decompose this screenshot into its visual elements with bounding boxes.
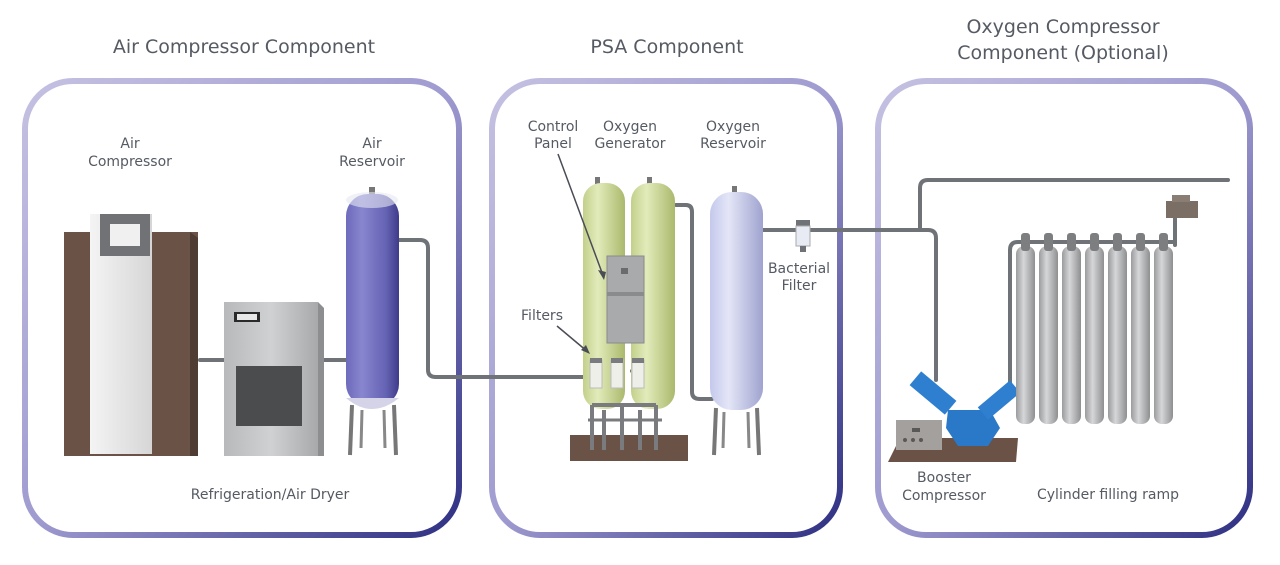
oxygen-reservoir <box>710 186 763 456</box>
section-title-line: Oxygen Compressor <box>966 16 1159 38</box>
label-line: Filters <box>521 308 563 324</box>
cylinder-body <box>1085 246 1104 424</box>
cylinder-valve <box>1044 233 1053 251</box>
filter-unit <box>610 359 624 389</box>
gas-cylinder <box>1085 233 1104 424</box>
gas-cylinder <box>1108 233 1127 424</box>
pipe <box>1008 240 1177 397</box>
label-air-compressor: Air Compressor <box>88 136 172 170</box>
label-filters: Filters <box>521 308 563 324</box>
arrowhead-icon <box>581 345 590 354</box>
label-line: Panel <box>534 136 572 152</box>
section-title-line: PSA Component <box>590 36 743 58</box>
cylinder-body <box>1039 246 1058 424</box>
cylinder-valve <box>1067 233 1076 251</box>
label-oxygen-reservoir: Oxygen Reservoir <box>700 119 766 152</box>
booster-cylinder-right <box>977 380 1021 420</box>
label-line: Compressor <box>902 488 986 504</box>
label-line: Reservoir <box>339 154 405 170</box>
generator-base-plate <box>570 435 688 461</box>
control-panel-screen <box>621 268 628 274</box>
label-line: Compressor <box>88 154 172 170</box>
refrigeration-air-dryer <box>224 302 324 456</box>
booster-compressor <box>888 371 1021 462</box>
pipe <box>674 203 714 401</box>
label-line: Reservoir <box>700 136 766 152</box>
gas-cylinder <box>1062 233 1081 424</box>
filters-leader-line <box>556 325 589 353</box>
cylinder-valve <box>1090 233 1099 251</box>
ramp-manifold-valve <box>1166 195 1198 218</box>
label-booster-compressor: Booster Compressor <box>902 470 986 504</box>
manifold-valve-body <box>1166 201 1198 218</box>
oxygen-reservoir-tank <box>710 192 763 410</box>
cylinder-valve <box>1136 233 1145 251</box>
filters <box>589 358 645 389</box>
section-title-oxygen-compressor: Oxygen Compressor Component (Optional) <box>957 16 1169 64</box>
section-title-line: Component (Optional) <box>957 42 1169 64</box>
gas-cylinder <box>1039 233 1058 424</box>
label-line: Air <box>120 136 139 152</box>
frame-psa <box>489 78 843 538</box>
pipes <box>198 178 1230 401</box>
label-line: Filter <box>782 278 817 294</box>
label-air-reservoir: Air Reservoir <box>339 136 405 170</box>
frame-oxygen-compressor <box>875 78 1253 538</box>
dryer-vent <box>236 366 302 426</box>
section-title-line: Air Compressor Component <box>113 36 375 58</box>
cylinder-valve <box>1159 233 1168 251</box>
label-bacterial-filter: Bacterial Filter <box>768 261 830 294</box>
section-title-air-compressor: Air Compressor Component <box>113 36 375 58</box>
gas-cylinder <box>1016 233 1035 424</box>
oxygen-generator <box>570 177 688 461</box>
cylinder-valve <box>1021 233 1030 251</box>
cylinder-body <box>1154 246 1173 424</box>
bacterial-filter-body <box>795 225 811 247</box>
label-line: Control <box>528 119 579 135</box>
filter-unit <box>589 359 603 389</box>
cylinder-filling-ramp <box>1016 233 1173 424</box>
control-panel <box>606 255 645 344</box>
label-line: Oxygen <box>603 119 657 135</box>
label-line: Generator <box>594 136 665 152</box>
pipe <box>396 238 592 379</box>
label-line: Cylinder filling ramp <box>1037 487 1179 503</box>
bacterial-filter <box>795 220 811 252</box>
section-title-psa: PSA Component <box>590 36 743 58</box>
label-line: Refrigeration/Air Dryer <box>191 487 350 503</box>
air-compressor <box>64 214 198 456</box>
air-reservoir-tank <box>346 194 399 406</box>
cylinder-body <box>1062 246 1081 424</box>
pipe <box>918 178 1230 232</box>
gas-cylinder <box>1154 233 1173 424</box>
generator-tower <box>631 183 675 409</box>
pipe <box>760 228 938 382</box>
label-oxygen-generator: Oxygen Generator <box>594 119 665 152</box>
label-cylinder-ramp: Cylinder filling ramp <box>1037 487 1179 503</box>
label-refrigeration-dryer: Refrigeration/Air Dryer <box>191 487 350 503</box>
label-control-panel: Control Panel <box>528 119 579 152</box>
cylinder-body <box>1016 246 1035 424</box>
control-panel-leader-line <box>557 153 605 279</box>
booster-cylinder-left <box>909 371 957 415</box>
booster-motor <box>896 420 942 450</box>
filter-unit <box>631 359 645 389</box>
cylinder-body <box>1131 246 1150 424</box>
cylinder-valve <box>1113 233 1122 251</box>
air-reservoir <box>346 187 399 456</box>
label-line: Air <box>362 136 381 152</box>
frame-air-compressor <box>22 78 462 538</box>
arrowhead-icon <box>598 270 606 280</box>
label-line: Booster <box>917 470 971 486</box>
gas-cylinder <box>1131 233 1150 424</box>
cylinder-body <box>1108 246 1127 424</box>
label-line: Bacterial <box>768 261 830 277</box>
booster-crankcase <box>946 410 1000 446</box>
label-line: Oxygen <box>706 119 760 135</box>
generator-tower <box>583 183 625 409</box>
